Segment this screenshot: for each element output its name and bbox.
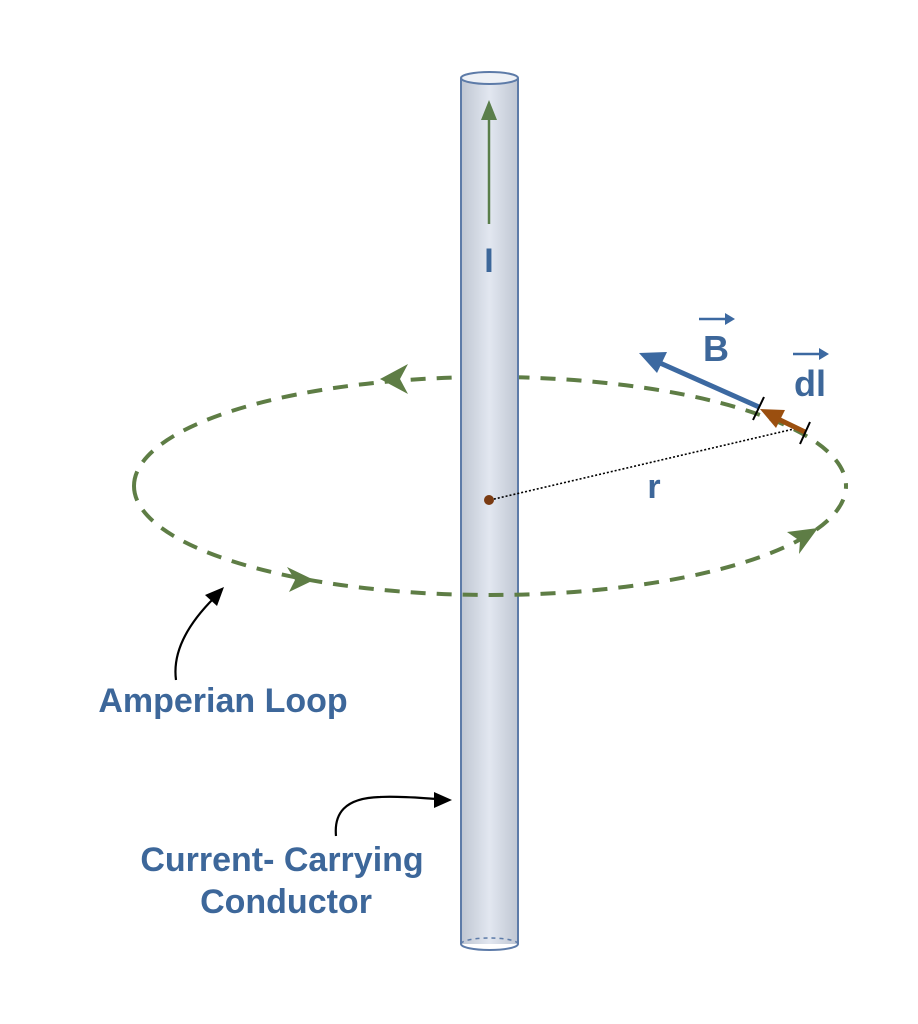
loop-pointer-arrow (174, 587, 224, 681)
current-label: I (484, 242, 493, 280)
conductor-bottom-edge-hidden (460, 937, 519, 945)
b-vector-overbar-arrow (699, 313, 735, 325)
magnetic-field-label: B (703, 328, 729, 369)
conductor-pointer-arrow (334, 792, 452, 837)
radius-line (489, 427, 799, 501)
loop-direction-arrow-back (380, 364, 408, 394)
conductor-label-line2: Conductor (200, 883, 372, 921)
magnetic-field-vector (639, 352, 765, 421)
conductor-top-face (460, 71, 519, 85)
loop-center-dot (484, 495, 494, 505)
loop-direction-arrow-front-left (287, 567, 314, 592)
current-arrow (481, 100, 497, 224)
line-element-vector (760, 409, 811, 445)
conductor-label-line1: Current- Carrying (140, 841, 423, 879)
loop-direction-arrow-front-right (787, 528, 818, 554)
dl-vector-overbar-arrow (793, 348, 829, 360)
amperian-loop-label: Amperian Loop (98, 682, 347, 720)
line-element-label: dl (794, 363, 826, 404)
conductor-bottom-edge (460, 943, 519, 951)
radius-label: r (647, 468, 660, 506)
